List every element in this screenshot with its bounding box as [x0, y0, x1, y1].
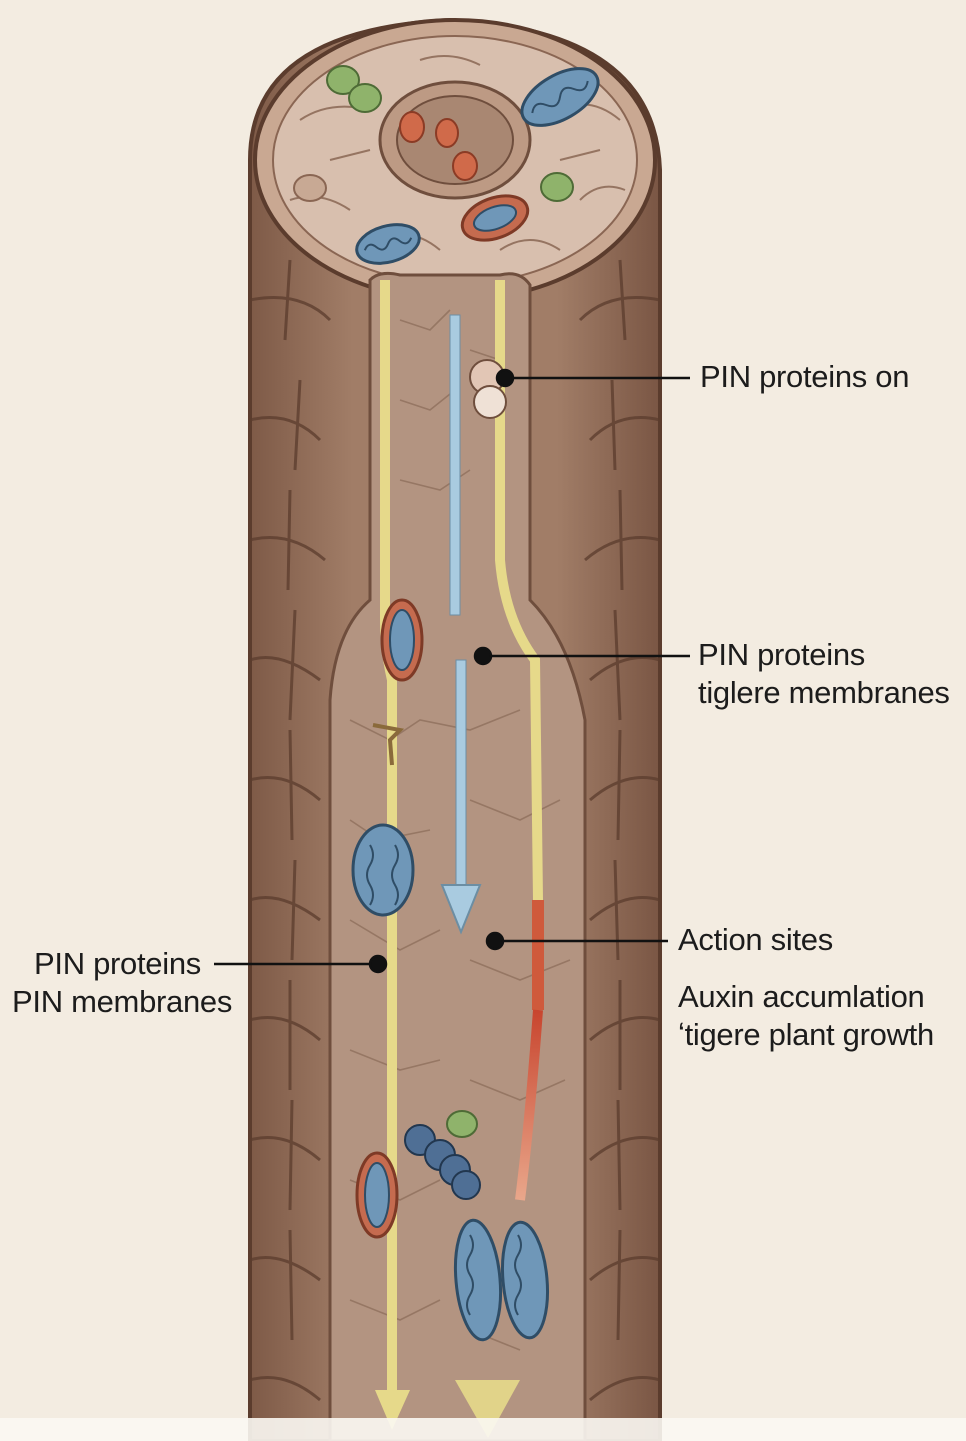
label-pin-left-line2: PIN membranes [12, 983, 232, 1021]
label-pin-proteins-tiglere-line1: PIN proteins [698, 636, 950, 674]
label-pin-proteins-on: PIN proteins on [700, 358, 909, 396]
cross-section-top [255, 20, 655, 300]
label-pin-proteins-on-text: PIN proteins on [700, 358, 909, 396]
label-pin-proteins-tiglere-line2: tiglere membranes [698, 674, 950, 712]
label-auxin-line2: ʻtigere plant growth [678, 1016, 934, 1054]
label-pin-left-line1: PIN proteins [12, 945, 232, 983]
label-auxin-accumulation: Auxin accumlation ʻtigere plant growth [678, 978, 934, 1054]
label-action-sites-text: Action sites [678, 921, 833, 959]
label-pin-proteins-tiglere: PIN proteins tiglere membranes [698, 636, 950, 712]
label-pin-proteins-left: PIN proteins PIN membranes [12, 945, 232, 1021]
bottom-band [0, 1418, 966, 1441]
label-auxin-line1: Auxin accumlation [678, 978, 934, 1016]
label-action-sites: Action sites [678, 921, 833, 959]
